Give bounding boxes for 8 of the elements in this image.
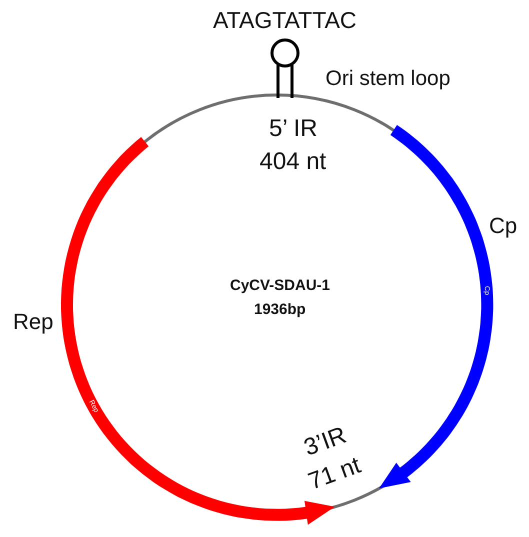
- genome-title: CyCV-SDAU-1: [230, 278, 330, 292]
- region-label: 404 nt: [260, 150, 326, 174]
- feature-label: Ori stem loop: [326, 68, 450, 88]
- sequence-label: ATAGTATTAC: [213, 8, 357, 32]
- genome-title: 1936bp: [254, 302, 306, 316]
- region-label: 5’ IR: [269, 117, 318, 141]
- gene-name: Rep: [13, 311, 54, 333]
- gene-name: Cp: [489, 215, 518, 237]
